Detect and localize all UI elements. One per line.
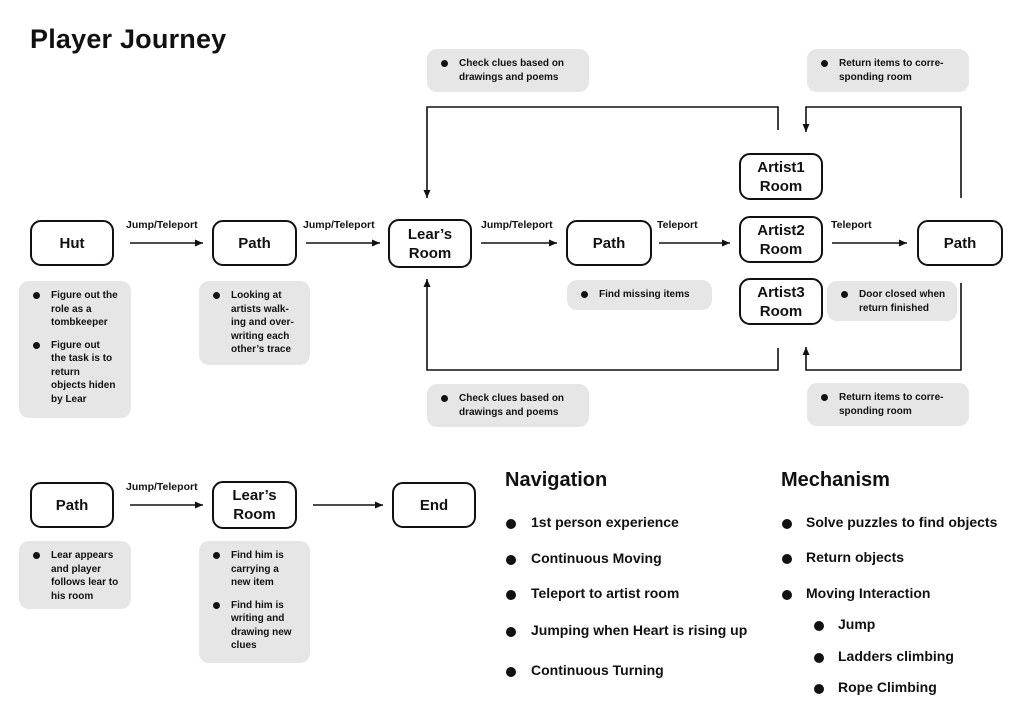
node-artist2-room: Artist2 Room xyxy=(739,216,823,263)
note-item: Find him is carrying a new item xyxy=(209,549,306,590)
node-lear-room-1: Lear’s Room xyxy=(388,219,472,268)
bullet-icon xyxy=(782,519,792,529)
note-lear-room-2: Find him is carrying a new item Find him… xyxy=(199,541,310,663)
bullet-icon xyxy=(506,667,516,677)
bullet-icon xyxy=(782,554,792,564)
node-lear-room-2: Lear’s Room xyxy=(212,481,297,529)
note-item: Return items to corre- sponding room xyxy=(817,391,965,418)
navigation-heading: Navigation xyxy=(505,469,608,491)
page-title: Player Journey xyxy=(30,24,227,54)
note-item: Door closed when return finished xyxy=(837,288,953,315)
node-artist3-room: Artist3 Room xyxy=(739,278,823,325)
navigation-item: Jumping when Heart is rising up xyxy=(506,622,747,638)
note-item: Find missing items xyxy=(577,288,708,302)
bullet-icon xyxy=(782,590,792,600)
node-path-2: Path xyxy=(566,220,652,266)
mechanism-subitem: Rope Climbing xyxy=(814,679,937,695)
note-hut: Figure out the role as a tombkeeper Figu… xyxy=(19,281,131,418)
note-path-2: Find missing items xyxy=(567,280,712,310)
note-item: Return items to corre- sponding room xyxy=(817,57,965,84)
mechanism-item: Solve puzzles to find objects xyxy=(782,514,997,530)
note-item: Lear appears and player follows lear to … xyxy=(29,549,127,603)
mechanism-heading: Mechanism xyxy=(781,469,890,491)
note-check-clues-top: Check clues based on drawings and poems xyxy=(427,49,589,92)
edge-label-path-lear: Jump/Teleport xyxy=(303,219,375,231)
bullet-icon xyxy=(506,627,516,637)
navigation-item: Teleport to artist room xyxy=(506,585,679,601)
node-end: End xyxy=(392,482,476,528)
node-artist1-room: Artist1 Room xyxy=(739,153,823,200)
note-artist-rooms: Door closed when return finished xyxy=(827,281,957,321)
mechanism-subitem: Ladders climbing xyxy=(814,648,954,664)
bullet-icon xyxy=(506,519,516,529)
bullet-icon xyxy=(814,621,824,631)
note-return-items-top: Return items to corre- sponding room xyxy=(807,49,969,92)
edge-label-artist-path: Teleport xyxy=(831,219,872,231)
navigation-item: Continuous Moving xyxy=(506,550,662,566)
note-item: Looking at artists walk- ing and over- w… xyxy=(209,289,306,357)
node-path-1: Path xyxy=(212,220,297,266)
note-return-items-bottom: Return items to corre- sponding room xyxy=(807,383,969,426)
note-item: Figure out the role as a tombkeeper xyxy=(29,289,127,330)
note-check-clues-bottom: Check clues based on drawings and poems xyxy=(427,384,589,427)
edge-label-path-artist: Teleport xyxy=(657,219,698,231)
edge-label-path4-lear2: Jump/Teleport xyxy=(126,481,198,493)
bullet-icon xyxy=(814,653,824,663)
loop-top-right xyxy=(802,106,962,198)
note-item: Find him is writing and drawing new clue… xyxy=(209,599,306,653)
bullet-icon xyxy=(506,555,516,565)
edge-label-hut-path: Jump/Teleport xyxy=(126,219,198,231)
note-item: Check clues based on drawings and poems xyxy=(437,57,585,84)
node-path-4: Path xyxy=(30,482,114,528)
loop-top-left xyxy=(423,106,779,198)
node-hut: Hut xyxy=(30,220,114,266)
note-item: Check clues based on drawings and poems xyxy=(437,392,585,419)
navigation-item: Continuous Turning xyxy=(506,662,664,678)
bullet-icon xyxy=(814,684,824,694)
mechanism-subitem: Jump xyxy=(814,616,875,632)
note-path-1: Looking at artists walk- ing and over- w… xyxy=(199,281,310,365)
edge-label-lear-path: Jump/Teleport xyxy=(481,219,553,231)
note-path-4: Lear appears and player follows lear to … xyxy=(19,541,131,609)
navigation-item: 1st person experience xyxy=(506,514,679,530)
note-item: Figure out the task is to return objects… xyxy=(29,339,127,407)
node-path-3: Path xyxy=(917,220,1003,266)
mechanism-item: Moving Interaction xyxy=(782,585,930,601)
mechanism-item: Return objects xyxy=(782,549,904,565)
bullet-icon xyxy=(506,590,516,600)
